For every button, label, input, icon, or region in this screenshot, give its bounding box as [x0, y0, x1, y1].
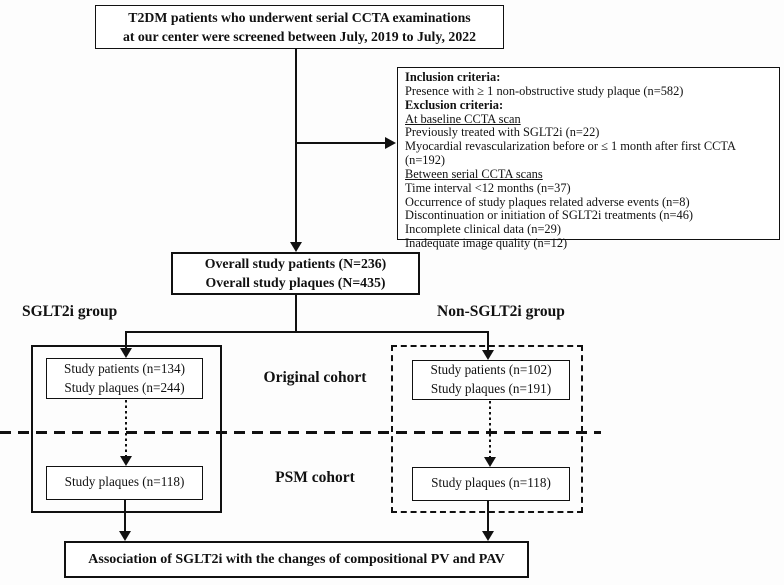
exclusion-item-revascularization: Myocardial revascularization before or ≤… — [405, 139, 736, 168]
outcome-text: Association of SGLT2i with the changes o… — [88, 552, 505, 567]
connector-overall-to-branch — [295, 295, 297, 332]
arrowhead-left-psm — [120, 456, 132, 466]
exclusion-criteria-header: Exclusion criteria: — [405, 97, 504, 112]
arrowhead-criteria — [385, 137, 396, 149]
screening-line1: T2DM patients who underwent serial CCTA … — [128, 10, 471, 25]
connector-right-original-to-psm — [489, 401, 491, 457]
psm-cohort-label: PSM cohort — [275, 469, 355, 486]
outcome-box: Association of SGLT2i with the changes o… — [64, 541, 529, 578]
screening-line2: at our center were screened between July… — [122, 29, 477, 44]
sglt2i-group-label: SGLT2i group — [22, 303, 118, 320]
non-sglt2i-group-label: Non-SGLT2i group — [437, 303, 565, 320]
overall-plaques: Overall study plaques (N=435) — [205, 275, 386, 290]
arrowhead-overall — [290, 242, 302, 252]
screening-box: T2DM patients who underwent serial CCTA … — [95, 5, 504, 49]
connector-screening-to-overall — [295, 49, 297, 244]
exclusion-item-adverse-events: Occurrence of study plaques related adve… — [405, 194, 690, 209]
overall-patients: Overall study patients (N=236) — [204, 256, 387, 271]
arrowhead-right-outcome — [482, 531, 494, 541]
non-sglt2i-psm-plaques: Study plaques (n=118) — [431, 475, 551, 490]
branch-left-drop — [125, 331, 127, 349]
criteria-box: Inclusion criteria: Presence with ≥ 1 no… — [397, 67, 780, 250]
sglt2i-outer-box — [31, 345, 222, 513]
branch-horizontal-line — [126, 331, 489, 333]
non-sglt2i-plaques: Study plaques (n=191) — [430, 380, 552, 396]
overall-study-box: Overall study patients (N=236) Overall s… — [171, 252, 420, 295]
sglt2i-patients: Study patients (n=134) — [64, 361, 185, 376]
sglt2i-psm-box: Study plaques (n=118) — [46, 466, 203, 500]
psm-separator-line — [0, 431, 601, 434]
sglt2i-plaques: Study plaques (n=244) — [64, 379, 185, 395]
connector-left-original-to-psm — [125, 400, 127, 456]
arrowhead-right-original — [482, 350, 494, 360]
arrowhead-left-outcome — [119, 531, 131, 541]
branch-right-drop — [487, 331, 489, 350]
connector-right-psm-to-outcome — [487, 501, 489, 532]
non-sglt2i-original-box: Study patients (n=102) Study plaques (n=… — [412, 360, 570, 400]
sglt2i-psm-plaques: Study plaques (n=118) — [64, 474, 185, 489]
original-cohort-label: Original cohort — [263, 369, 367, 386]
inclusion-item: Presence with ≥ 1 non-obstructive study … — [405, 83, 684, 98]
exclusion-item-sglt2i: Previously treated with SGLT2i (n=22) — [405, 125, 600, 140]
exclusion-item-incomplete-data: Incomplete clinical data (n=29) — [405, 222, 561, 237]
connector-to-criteria — [296, 142, 386, 144]
exclusion-item-discontinuation: Discontinuation or initiation of SGLT2i … — [405, 208, 694, 223]
baseline-scan-subheader: At baseline CCTA scan — [405, 111, 521, 126]
sglt2i-original-box: Study patients (n=134) Study plaques (n=… — [46, 358, 203, 399]
non-sglt2i-patients: Study patients (n=102) — [430, 362, 552, 377]
arrowhead-left-original — [120, 348, 132, 358]
inclusion-criteria-header: Inclusion criteria: — [405, 70, 501, 84]
exclusion-item-interval: Time interval <12 months (n=37) — [405, 180, 571, 195]
arrowhead-right-psm — [484, 457, 496, 467]
serial-scans-subheader: Between serial CCTA scans — [405, 166, 543, 181]
connector-left-psm-to-outcome — [124, 500, 126, 532]
non-sglt2i-psm-box: Study plaques (n=118) — [412, 467, 570, 501]
exclusion-item-image-quality: Inadequate image quality (n=12) — [405, 236, 568, 251]
